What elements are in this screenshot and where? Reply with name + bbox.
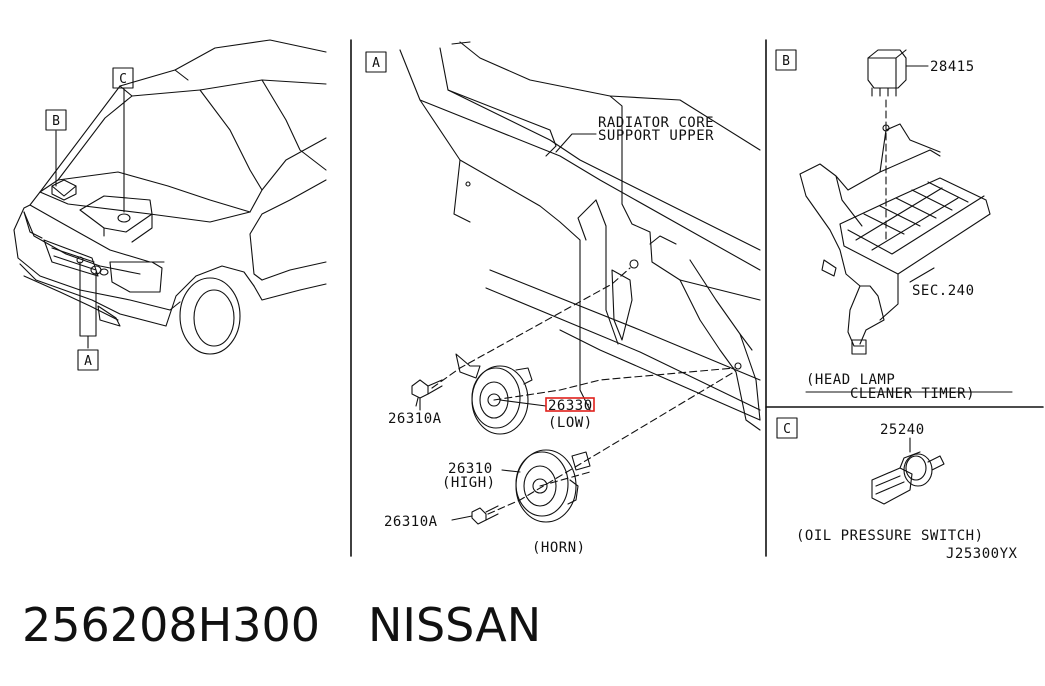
part-number: 256208H300 — [22, 598, 320, 652]
label-box-b-overview — [45, 109, 67, 131]
label-box-b-panel — [775, 49, 797, 71]
bolt-lower-leader — [451, 515, 473, 521]
horn-low-label: (LOW) — [548, 415, 593, 431]
label-c-overview: C — [119, 72, 127, 87]
label-box-a-panel — [365, 51, 387, 73]
horn-high-label: (HIGH) — [442, 475, 496, 491]
horn-high-drawing — [515, 449, 591, 523]
radiator-label-line1: RADIATOR CORE — [598, 115, 714, 131]
horn-low-part-number: 26330 — [548, 398, 593, 414]
switch-part-number: 25240 — [880, 422, 925, 438]
timer-relay-drawing — [867, 49, 929, 97]
label-box-c-panel — [776, 417, 798, 439]
horn-low-drawing — [455, 353, 533, 435]
label-a-panel: A — [372, 56, 380, 71]
relay-part-number: 28415 — [930, 59, 975, 75]
timer-label-line2: CLEANER TIMER) — [850, 386, 975, 402]
car-overview-drawing — [13, 39, 327, 355]
label-b-overview: B — [52, 114, 60, 129]
timer-label-line1: (HEAD LAMP — [806, 372, 895, 388]
label-box-a-overview — [77, 349, 99, 371]
label-box-c-overview — [112, 67, 134, 89]
radiator-label-line2: SUPPORT UPPER — [598, 128, 714, 144]
bracket-drawing — [799, 123, 991, 355]
horn-caption: (HORN) — [532, 540, 586, 556]
switch-caption: (OIL PRESSURE SWITCH) — [796, 528, 984, 544]
label-b-panel: B — [782, 54, 790, 69]
horn-high-leader — [501, 469, 521, 473]
horn-low-leader — [499, 399, 547, 407]
bolt-lower-part-number: 26310A — [384, 514, 438, 530]
brand-name: NISSAN — [368, 598, 542, 652]
footer-part-info: 256208H300 NISSAN — [22, 598, 541, 662]
horn-high-part-number: 26310 — [448, 461, 493, 477]
assembly-dashed-lines — [431, 267, 735, 515]
oil-pressure-switch-drawing — [871, 437, 945, 505]
highlight-box — [545, 397, 595, 412]
bolt-upper-drawing — [411, 379, 443, 407]
radiator-leader-line — [555, 133, 597, 153]
label-a-overview: A — [84, 354, 92, 369]
bolt-upper-part-number: 26310A — [388, 411, 442, 427]
diagram-code: J25300YX — [946, 546, 1018, 562]
bolt-lower-drawing — [471, 505, 499, 525]
section-reference: SEC.240 — [912, 283, 975, 299]
radiator-core-support-drawing — [399, 41, 761, 431]
label-c-panel: C — [783, 422, 791, 437]
